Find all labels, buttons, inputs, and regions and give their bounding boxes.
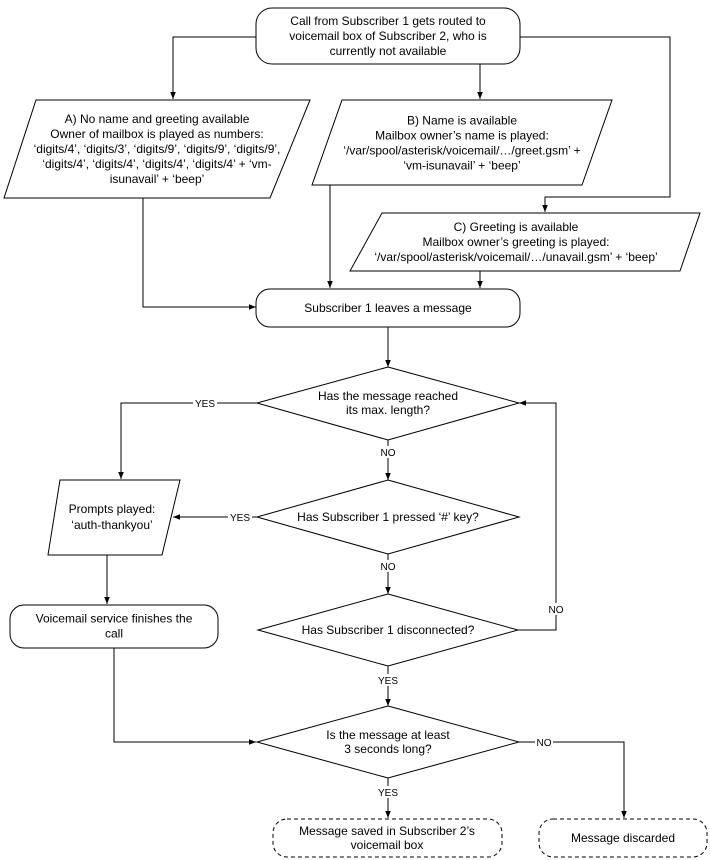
node-text-line: ‘/var/spool/asterisk/voicemail/…/unavail… <box>374 250 657 264</box>
edge-label-disconnected-yes: YES <box>378 676 398 687</box>
edge-case-a-to-leave-message <box>142 198 256 310</box>
edge-label-max-length-yes: YES <box>195 399 215 410</box>
node-text-line: isunavail’ + ‘beep’ <box>110 172 205 186</box>
node-text-line: Owner of mailbox is played as numbers: <box>50 127 263 141</box>
node-text-line: Message saved in Subscriber 2’s <box>299 824 475 838</box>
edge-disconnected-no <box>518 400 557 631</box>
svg-text:Call from Subscriber 1 gets ro: Call from Subscriber 1 gets routed tovoi… <box>289 14 486 58</box>
node-text-line: Call from Subscriber 1 gets routed to <box>290 14 486 28</box>
svg-text:Has Subscriber 1 pressed ‘#’ k: Has Subscriber 1 pressed ‘#’ key? <box>297 510 479 524</box>
node-text-line: ‘vm-isunavail’ + ‘beep’ <box>403 159 520 173</box>
node-text-line: Prompts played: <box>69 502 156 516</box>
edge-label-max-length-no: NO <box>381 448 396 459</box>
edge-service-to-min-length <box>113 648 256 745</box>
node-text-line: A) No name and greeting available <box>65 112 250 126</box>
edge-min-length-no <box>519 741 627 818</box>
node-text-line: ‘/var/spool/asterisk/voicemail/…/greet.g… <box>343 144 580 158</box>
svg-text:Has Subscriber 1 disconnected?: Has Subscriber 1 disconnected? <box>302 623 475 637</box>
node-text-line: ‘auth-thankyou’ <box>71 518 152 532</box>
node-text-line: Subscriber 1 leaves a message <box>304 301 472 315</box>
edge-label-disconnected-no: NO <box>549 605 564 616</box>
node-text-line: ‘digits/4’, ‘digits/4’, ‘digits/4’, ‘dig… <box>42 157 271 171</box>
node-text-line: Has the message reached <box>318 389 458 403</box>
node-pressed-hash-decision: Has Subscriber 1 pressed ‘#’ key? <box>255 479 521 555</box>
node-text-line: ‘digits/4’, ‘digits/3’, ‘digits/9’, ‘dig… <box>34 142 281 156</box>
node-text-line: voicemail box <box>351 838 424 852</box>
node-text-line: 3 seconds long? <box>344 742 432 756</box>
edge-labels: YES NO YES NO NO YES NO YES <box>193 397 565 799</box>
node-text-line: Has Subscriber 1 pressed ‘#’ key? <box>297 510 479 524</box>
node-text-line: B) Name is available <box>407 114 517 128</box>
node-prompts-played: Prompts played: ‘auth-thankyou’ <box>47 479 181 556</box>
node-text-line: Has Subscriber 1 disconnected? <box>302 623 475 637</box>
node-text-line: voicemail box of Subscriber 2, who is <box>289 29 486 43</box>
node-text-line: Mailbox owner’s name is played: <box>375 129 549 143</box>
node-text-line: call <box>105 627 123 641</box>
node-disconnected-decision: Has Subscriber 1 disconnected? <box>256 593 520 667</box>
edge-label-pressed-hash-no: NO <box>381 562 396 573</box>
node-text-line: Mailbox owner’s greeting is played: <box>423 235 610 249</box>
node-leave-message: Subscriber 1 leaves a message <box>255 288 521 328</box>
svg-text:Prompts played:‘auth-thankyou’: Prompts played: ‘auth-thankyou’ <box>69 502 156 532</box>
svg-text:Message discarded: Message discarded <box>571 831 675 845</box>
edge-label-min-length-yes: YES <box>378 788 398 799</box>
node-text-line: its max. length? <box>346 403 430 417</box>
edge-label-min-length-no: NO <box>537 738 552 749</box>
node-message-discarded: Message discarded <box>538 818 708 858</box>
svg-text:Subscriber 1 leaves a message: Subscriber 1 leaves a message <box>304 301 472 315</box>
svg-text:Message saved in Subscriber 2’: Message saved in Subscriber 2’svoicemail… <box>299 824 475 852</box>
node-text-line: currently not available <box>330 44 447 58</box>
node-text-line: Message discarded <box>571 831 675 845</box>
node-text-line: C) Greeting is available <box>454 220 579 234</box>
edge-start-to-case-c <box>520 36 671 212</box>
edge-start-to-case-a <box>170 36 256 99</box>
node-text-line: Is the message at least <box>326 728 450 742</box>
edge-label-pressed-hash-yes: YES <box>230 513 250 524</box>
node-text-line: Voicemail service finishes the <box>36 612 193 626</box>
edge-max-length-yes <box>118 402 257 479</box>
